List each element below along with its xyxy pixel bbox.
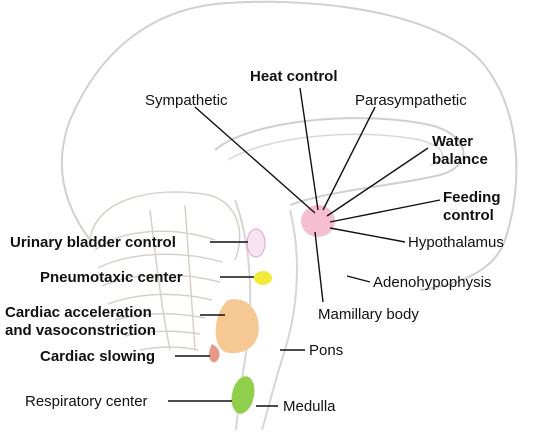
- label-medulla: Medulla: [283, 398, 336, 415]
- label-feeding-control-line2: control: [443, 207, 494, 224]
- label-adenohypophysis: Adenohypophysis: [373, 274, 492, 291]
- pneumotaxic-region: [254, 271, 272, 285]
- label-hypothalamus: Hypothalamus: [408, 234, 504, 251]
- label-feeding-control-line1: Feeding: [443, 189, 501, 206]
- line-adenohypophysis: [346, 275, 371, 283]
- respiratory-region: [231, 376, 255, 414]
- hypothalamus-region: [301, 205, 335, 237]
- line-heat-control: [299, 87, 319, 211]
- label-respiratory-center: Respiratory center: [25, 393, 148, 410]
- line-mamillary: [314, 231, 324, 303]
- line-parasympathetic: [322, 106, 376, 211]
- line-sympathetic: [194, 106, 316, 214]
- label-sympathetic: Sympathetic: [145, 92, 228, 109]
- label-parasympathetic: Parasympathetic: [355, 92, 467, 109]
- label-heat-control: Heat control: [250, 68, 338, 85]
- line-hypothalamus: [329, 227, 406, 243]
- line-water-balance: [326, 147, 429, 217]
- label-cardiac-acceleration-line1: Cardiac acceleration: [5, 304, 152, 321]
- label-pneumotaxic-center: Pneumotaxic center: [40, 269, 183, 286]
- brain-outline: [214, 0, 518, 291]
- line-feeding-control: [329, 199, 441, 223]
- label-cardiac-acceleration-line2: and vasoconstriction: [5, 322, 156, 339]
- corpus-callosum-inner: [227, 133, 443, 166]
- cardiac-region: [215, 299, 259, 354]
- label-urinary-bladder-control: Urinary bladder control: [10, 234, 176, 251]
- label-water-balance-line2: balance: [432, 151, 488, 168]
- corpus-callosum: [214, 117, 465, 206]
- urinary-bladder-region: [246, 228, 266, 258]
- brain-stem-front: [261, 209, 298, 431]
- label-mamillary-body: Mamillary body: [318, 306, 419, 323]
- leader-lines: [168, 87, 441, 407]
- label-pons: Pons: [309, 342, 344, 359]
- cardiac-slowing-region: [209, 344, 220, 363]
- brain-outline-left: [60, 3, 216, 241]
- label-water-balance-line1: Water: [432, 133, 474, 150]
- label-cardiac-slowing: Cardiac slowing: [40, 348, 156, 365]
- cerebellum: [89, 191, 241, 351]
